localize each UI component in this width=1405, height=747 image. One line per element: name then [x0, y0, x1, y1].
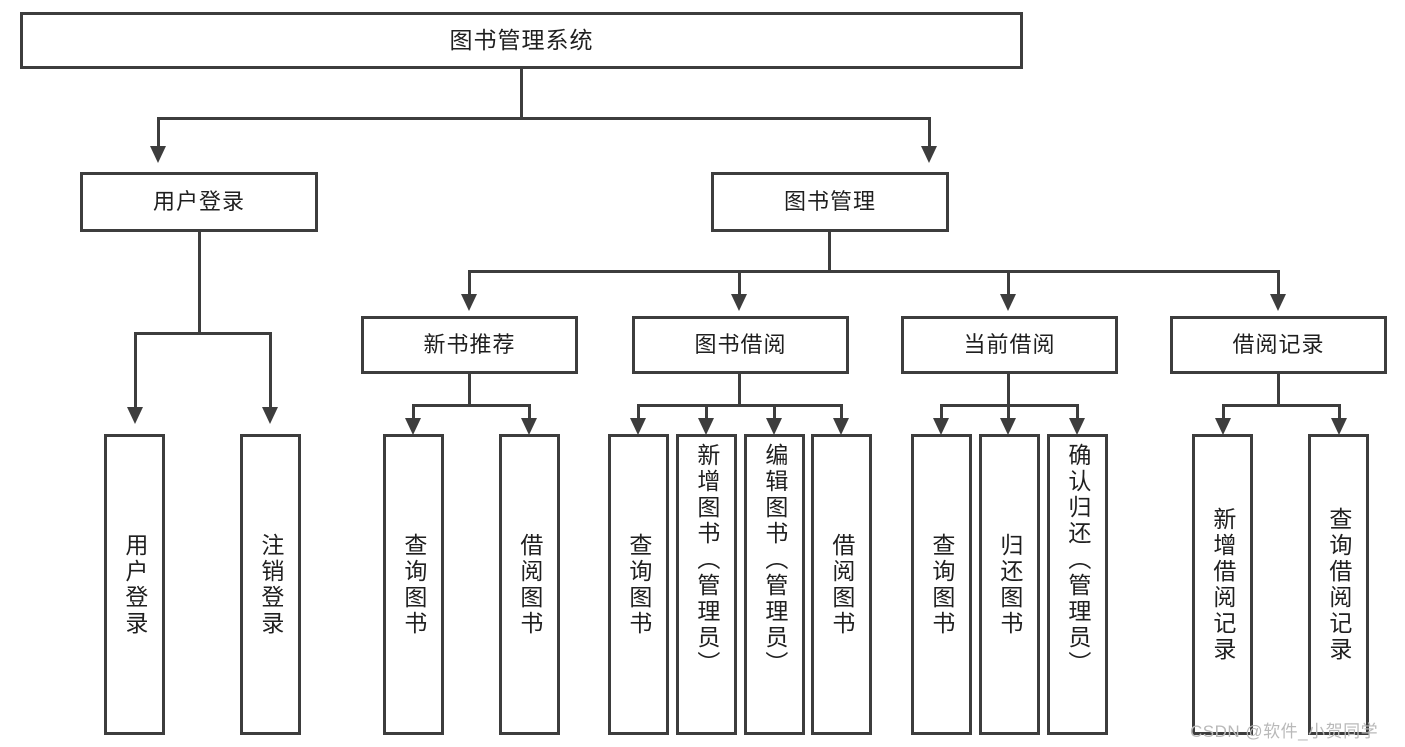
leaf-label: 查询图书	[400, 532, 427, 637]
arrowhead-login-leaf1	[127, 407, 143, 424]
node-borrow-records[interactable]: 借阅记录	[1170, 316, 1387, 374]
arrowhead-current-leaf2	[1000, 418, 1016, 435]
leaf-label: 查询借阅记录	[1325, 506, 1352, 663]
leaf-label: 借阅图书	[828, 532, 855, 637]
leaf-label: 借阅图书	[516, 532, 543, 637]
arrowhead-current-leaf1	[933, 418, 949, 435]
leaf-records-add-record[interactable]: 新增借阅记录	[1192, 434, 1253, 735]
connector-borrow-leaf2	[705, 404, 708, 422]
leaf-user-login[interactable]: 用户登录	[104, 434, 165, 735]
connector-records-stem	[1277, 374, 1280, 406]
leaf-borrow-borrow-book[interactable]: 借阅图书	[811, 434, 872, 735]
arrowhead-newbook-leaf2	[521, 418, 537, 435]
leaf-label: 确认归还（管理员）	[1064, 443, 1091, 677]
connector-bookmgmt-to-records	[1277, 270, 1280, 298]
node-label: 图书管理系统	[449, 27, 594, 54]
leaf-label: 新增借阅记录	[1209, 506, 1236, 663]
connector-root-stem	[520, 69, 523, 119]
arrowhead-borrow-leaf3	[766, 418, 782, 435]
connector-login-to-leaf2	[269, 332, 272, 411]
connector-records-leaf1	[1222, 404, 1225, 422]
node-current-borrow[interactable]: 当前借阅	[901, 316, 1118, 374]
node-label: 借阅记录	[1232, 332, 1325, 358]
node-label: 当前借阅	[963, 332, 1056, 358]
connector-newbook-bus	[412, 404, 531, 407]
node-label: 新书推荐	[423, 332, 516, 358]
node-new-book-recommend[interactable]: 新书推荐	[361, 316, 578, 374]
arrowhead-bookmgmt-new	[461, 294, 477, 311]
watermark-label: CSDN @软件_小贺同学	[1190, 722, 1379, 741]
leaf-label: 查询图书	[625, 532, 652, 637]
connector-borrow-leaf1	[637, 404, 640, 422]
arrowhead-records-leaf1	[1215, 418, 1231, 435]
connector-bookmgmt-to-borrow	[738, 270, 741, 298]
node-label: 图书管理	[783, 189, 876, 215]
connector-root-bus	[157, 117, 931, 120]
leaf-newbook-query-book[interactable]: 查询图书	[383, 434, 444, 735]
leaf-current-return-book[interactable]: 归还图书	[979, 434, 1040, 735]
node-book-borrow[interactable]: 图书借阅	[632, 316, 849, 374]
arrowhead-borrow-leaf4	[833, 418, 849, 435]
connector-borrow-bus	[637, 404, 843, 407]
arrowhead-borrow-leaf1	[630, 418, 646, 435]
leaf-label: 查询图书	[928, 532, 955, 637]
leaf-borrow-add-book-admin[interactable]: 新增图书（管理员）	[676, 434, 737, 735]
connector-root-to-bookmgmt	[928, 117, 931, 150]
arrowhead-current-leaf3	[1069, 418, 1085, 435]
connector-records-leaf2	[1338, 404, 1341, 422]
connector-current-leaf3	[1076, 404, 1079, 422]
leaf-borrow-query-book[interactable]: 查询图书	[608, 434, 669, 735]
node-label: 图书借阅	[694, 332, 787, 358]
arrowhead-bookmgmt-borrow	[731, 294, 747, 311]
arrowhead-bookmgmt-current	[1000, 294, 1016, 311]
connector-bookmgmt-to-current	[1007, 270, 1010, 298]
leaf-borrow-edit-book-admin[interactable]: 编辑图书（管理员）	[744, 434, 805, 735]
connector-borrow-leaf3	[773, 404, 776, 422]
leaf-logout-login[interactable]: 注销登录	[240, 434, 301, 735]
leaf-current-confirm-return-admin[interactable]: 确认归还（管理员）	[1047, 434, 1108, 735]
node-user-login[interactable]: 用户登录	[80, 172, 318, 232]
connector-bookmgmt-to-new	[468, 270, 471, 298]
node-label: 用户登录	[152, 189, 245, 215]
connector-newbook-leaf1	[412, 404, 415, 422]
leaf-records-query-record[interactable]: 查询借阅记录	[1308, 434, 1369, 735]
connector-login-bus	[134, 332, 272, 335]
node-book-management[interactable]: 图书管理	[711, 172, 949, 232]
arrowhead-root-to-login	[150, 146, 166, 163]
connector-current-stem	[1007, 374, 1010, 406]
leaf-label: 归还图书	[996, 532, 1023, 637]
connector-root-to-login	[157, 117, 160, 150]
connector-login-stem	[198, 232, 201, 334]
arrowhead-newbook-leaf1	[405, 418, 421, 435]
connector-current-leaf1	[940, 404, 943, 422]
connector-newbook-stem	[468, 374, 471, 406]
connector-borrow-stem	[738, 374, 741, 406]
arrowhead-login-leaf2	[262, 407, 278, 424]
arrowhead-borrow-leaf2	[698, 418, 714, 435]
connector-current-leaf2	[1007, 404, 1010, 422]
connector-borrow-leaf4	[840, 404, 843, 422]
connector-bookmgmt-bus	[468, 270, 1280, 273]
arrowhead-records-leaf2	[1331, 418, 1347, 435]
connector-records-bus	[1222, 404, 1341, 407]
arrowhead-root-to-bookmgmt	[921, 146, 937, 163]
leaf-label: 用户登录	[121, 532, 148, 637]
leaf-current-query-book[interactable]: 查询图书	[911, 434, 972, 735]
leaf-label: 新增图书（管理员）	[693, 443, 720, 677]
arrowhead-bookmgmt-records	[1270, 294, 1286, 311]
leaf-label: 注销登录	[257, 532, 284, 637]
connector-bookmgmt-stem	[828, 232, 831, 272]
leaf-label: 编辑图书（管理员）	[761, 443, 788, 677]
connector-login-to-leaf1	[134, 332, 137, 411]
node-root-system[interactable]: 图书管理系统	[20, 12, 1023, 69]
connector-newbook-leaf2	[528, 404, 531, 422]
leaf-newbook-borrow-book[interactable]: 借阅图书	[499, 434, 560, 735]
